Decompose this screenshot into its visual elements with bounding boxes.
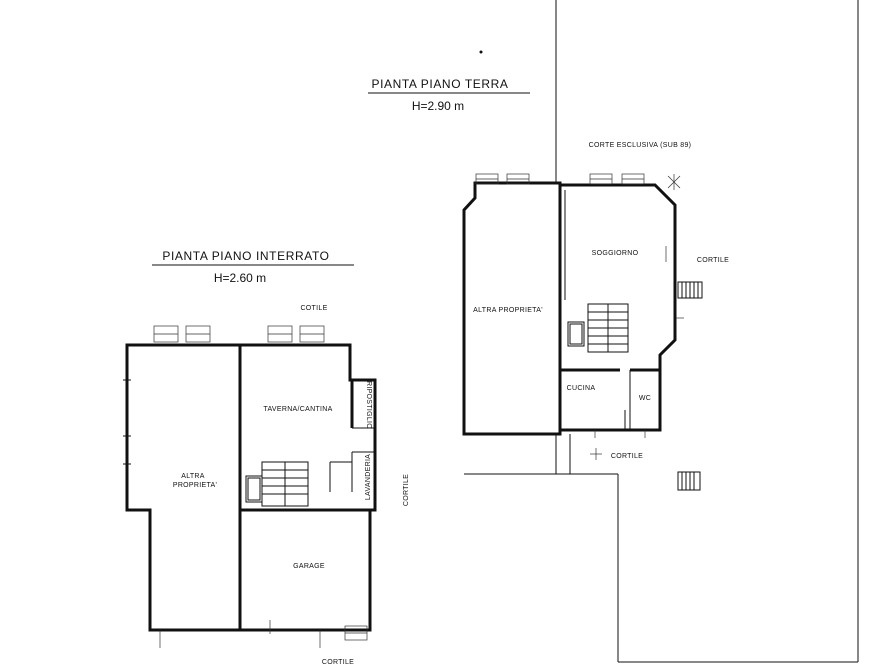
- label-ripostiglio: RIPOSTIGLIO: [365, 381, 372, 429]
- label-wc: WC: [639, 395, 651, 402]
- court-grate: [677, 471, 701, 491]
- label-ground-altra-proprieta: ALTRA PROPRIETA': [473, 307, 543, 314]
- label-garage: GARAGE: [293, 563, 325, 570]
- label-taverna: TAVERNA/CANTINA: [263, 406, 332, 413]
- ground-altra-proprieta-outline: [462, 181, 562, 436]
- basement-floor-plan: [123, 325, 377, 648]
- label-lavanderia: LAVANDERIA: [365, 454, 372, 500]
- label-basement-cortile-side: CORTILE: [403, 474, 410, 506]
- exclusive-court-boundary: [464, 0, 859, 663]
- ground-stair: [567, 303, 629, 353]
- basement-stair: [245, 461, 309, 507]
- label-basement-altra-line2: PROPRIETA': [173, 482, 217, 489]
- ground-floor-title: PIANTA PIANO TERRA: [371, 77, 508, 91]
- label-ground-cortile-bottom: CORTILE: [611, 453, 643, 460]
- ground-floor-height: H=2.90 m: [412, 99, 464, 113]
- label-corte-esclusiva: CORTE ESCLUSIVA (SUB 89): [589, 142, 692, 149]
- label-soggiorno: SOGGIORNO: [592, 250, 639, 257]
- ground-apartment-outline: [558, 183, 677, 432]
- basement-floor-title: PIANTA PIANO INTERRATO: [162, 249, 329, 263]
- basement-outline: [125, 343, 377, 632]
- label-basement-cortile-top: COTILE: [300, 305, 327, 312]
- ground-floor-plan: [462, 50, 703, 491]
- label-cucina: CUCINA: [567, 385, 596, 392]
- basement-floor-height: H=2.60 m: [214, 271, 266, 285]
- ground-external-steps: [677, 281, 703, 299]
- label-basement-cortile-bottom: CORTILE: [322, 659, 354, 666]
- label-cortile-right: CORTILE: [697, 257, 729, 264]
- label-basement-altra-line1: ALTRA: [181, 473, 205, 480]
